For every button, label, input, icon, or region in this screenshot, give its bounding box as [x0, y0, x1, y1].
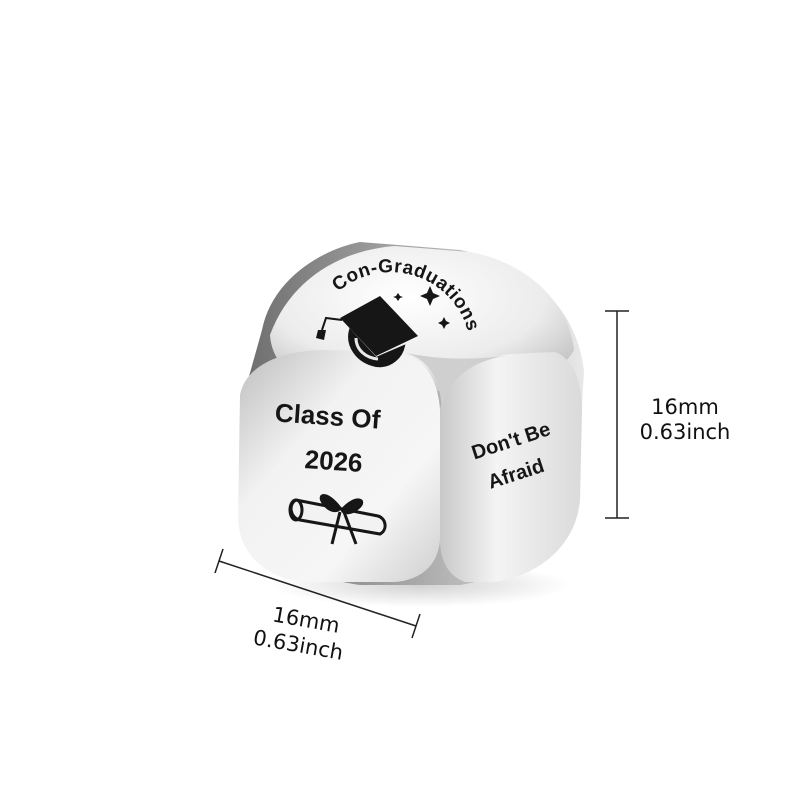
dice-right-face [440, 352, 582, 582]
metal-dice [238, 242, 584, 585]
height-mm-label: 16mm [651, 395, 719, 419]
class-of-text: Class Of [274, 397, 382, 434]
dice-front-face [238, 350, 440, 582]
sparkle-icon [393, 286, 450, 329]
width-dimension-left-tick [214, 548, 224, 574]
year-2026-text: 2026 [304, 444, 364, 478]
graduation-cap-icon [316, 296, 418, 368]
height-inch-label: 0.63inch [640, 420, 731, 444]
height-dimension: 16mm 0.63inch [605, 310, 731, 519]
width-dimension-line [218, 560, 417, 627]
diploma-scroll-icon [288, 494, 387, 545]
dice-corner-highlight [400, 352, 505, 410]
front-face-engraving: Class Of 2026 [274, 397, 387, 545]
width-dimension: 16mm 0.63inch [214, 548, 421, 665]
width-dimension-right-tick [411, 613, 421, 639]
